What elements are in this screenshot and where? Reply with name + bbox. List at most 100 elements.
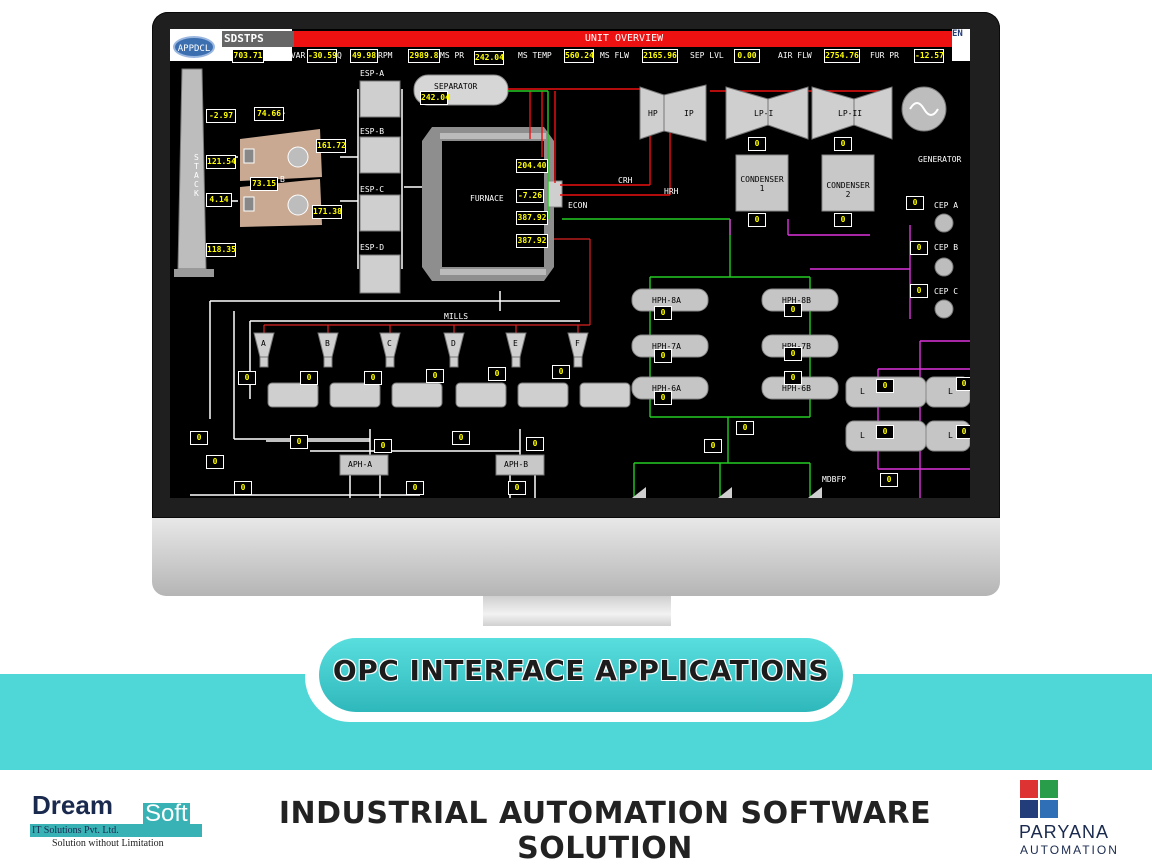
param-value: -12.57: [914, 49, 944, 63]
aph-a-label: APH-A: [348, 460, 373, 469]
stack-label: STACK: [194, 153, 199, 198]
value-box: 0: [654, 306, 672, 320]
monitor-chin: [152, 518, 1000, 596]
mills-label: MILLS: [444, 312, 469, 321]
value-box: 0: [234, 481, 252, 495]
stack-base: [174, 269, 214, 277]
hph-7a-label: HPH-7A: [652, 342, 681, 351]
cep-c-label: CEP C: [934, 287, 959, 296]
value-box: 0: [654, 349, 672, 363]
value-box: 0: [526, 437, 544, 451]
value-box: 387.92: [516, 234, 548, 248]
value-box: 0: [910, 284, 928, 298]
value-box: 0: [784, 347, 802, 361]
econ-label: ECON: [568, 201, 588, 210]
hph-6b-label: HPH-6B: [782, 384, 811, 393]
brand-fragment: EN: [952, 29, 970, 61]
value-box: 0: [736, 421, 754, 435]
hph-8b-label: HPH-8B: [782, 296, 811, 305]
value-box: 0: [956, 425, 970, 439]
furnace-label: FURNACE: [470, 194, 504, 203]
value-box: 387.92: [516, 211, 548, 225]
fan-b-label: B: [280, 175, 285, 184]
separator-label: SEPARATOR: [434, 82, 478, 91]
esp-c-label: ESP-C: [360, 185, 385, 194]
value-box: 0: [426, 369, 444, 383]
mill-units: [253, 332, 631, 408]
furnace-shape: [422, 127, 554, 281]
value-box: -7.26: [516, 189, 544, 203]
lp2-label: LP-II: [838, 109, 863, 118]
esp-units: [359, 80, 401, 294]
condensate-lines: [729, 219, 970, 498]
hph-6a-label: HPH-6A: [652, 384, 681, 393]
param-value: 242.04: [474, 51, 504, 65]
value-box: 0: [876, 379, 894, 393]
value-box: 0: [206, 455, 224, 469]
value-box: 0: [290, 435, 308, 449]
tagline: INDUSTRIAL AUTOMATION SOFTWARE SOLUTION: [278, 796, 932, 866]
mill-b-label: B: [325, 339, 330, 348]
value-box: 171.38: [312, 205, 342, 219]
param-value: 2754.76: [824, 49, 860, 63]
esp-a-label: ESP-A: [360, 69, 385, 78]
value-box: 0: [880, 473, 898, 487]
mill-a-label: A: [261, 339, 266, 348]
client-logo: APPDCL: [173, 36, 215, 58]
aph-b-label: APH-B: [504, 460, 529, 469]
param-value: 2989.8: [408, 49, 440, 63]
param-label: FUR PR: [870, 51, 899, 60]
value-box: 0: [300, 371, 318, 385]
coal-pipes: [263, 238, 591, 339]
parameter-strip: MW 703.71 MVAR -30.59 Q 49.98 RPM 2989.8…: [170, 49, 970, 65]
hrh-label: HRH: [664, 187, 679, 196]
value-box: 0: [956, 377, 970, 391]
tank-label: L: [948, 387, 953, 396]
mdbfp-label: MDBFP: [822, 475, 847, 484]
value-box: 0: [452, 431, 470, 445]
param-value: 49.98: [350, 49, 378, 63]
generator-label: GENERATOR: [918, 155, 962, 164]
param-label: SEP LVL: [690, 51, 724, 60]
value-box: 74.66: [254, 107, 284, 121]
mill-e-label: E: [513, 339, 518, 348]
cep-a-label: CEP A: [934, 201, 959, 210]
param-value: 560.24: [564, 49, 594, 63]
param-label: Q: [337, 51, 342, 60]
value-box: 118.35: [206, 243, 236, 257]
turbines: [639, 84, 893, 142]
esp-b-label: ESP-B: [360, 127, 385, 136]
value-box: 0: [238, 371, 256, 385]
process-diagram: [174, 68, 970, 498]
value-box: 0: [406, 481, 424, 495]
logo-word-dream: Dream: [32, 790, 113, 820]
mill-c-label: C: [387, 339, 392, 348]
hp-label: HP: [648, 109, 658, 118]
tank-label: L: [860, 431, 865, 440]
value-box: 0: [910, 241, 928, 255]
condenser1-label: CONDENSER 1: [740, 175, 784, 193]
value-box: 0: [876, 425, 894, 439]
value-box: 0: [784, 303, 802, 317]
value-box: 73.15: [250, 177, 278, 191]
param-label: MS TEMP: [518, 51, 552, 60]
param-label: MW: [222, 51, 232, 60]
scada-screen: APPDCL SDSTPS UNIT OVERVIEW EN MW 703.71…: [170, 29, 970, 498]
param-value: 2165.96: [642, 49, 678, 63]
cep-pumps: [934, 213, 954, 319]
value-box: 0: [552, 365, 570, 379]
param-label: MS PR: [440, 51, 465, 60]
crh-label: CRH: [618, 176, 633, 185]
bfp-shapes: [632, 487, 822, 498]
value-box: 0: [508, 481, 526, 495]
value-box: 242.04: [420, 91, 450, 105]
id-fans: [240, 129, 322, 227]
param-value: 703.71: [232, 49, 264, 63]
hph-8a-label: HPH-8A: [652, 296, 681, 305]
value-box: 0: [364, 371, 382, 385]
unit-name: SDSTPS: [222, 31, 296, 47]
tank-label: L: [948, 431, 953, 440]
mill-d-label: D: [451, 339, 456, 348]
ip-label: IP: [684, 109, 694, 118]
air-preheaters: [339, 454, 545, 476]
